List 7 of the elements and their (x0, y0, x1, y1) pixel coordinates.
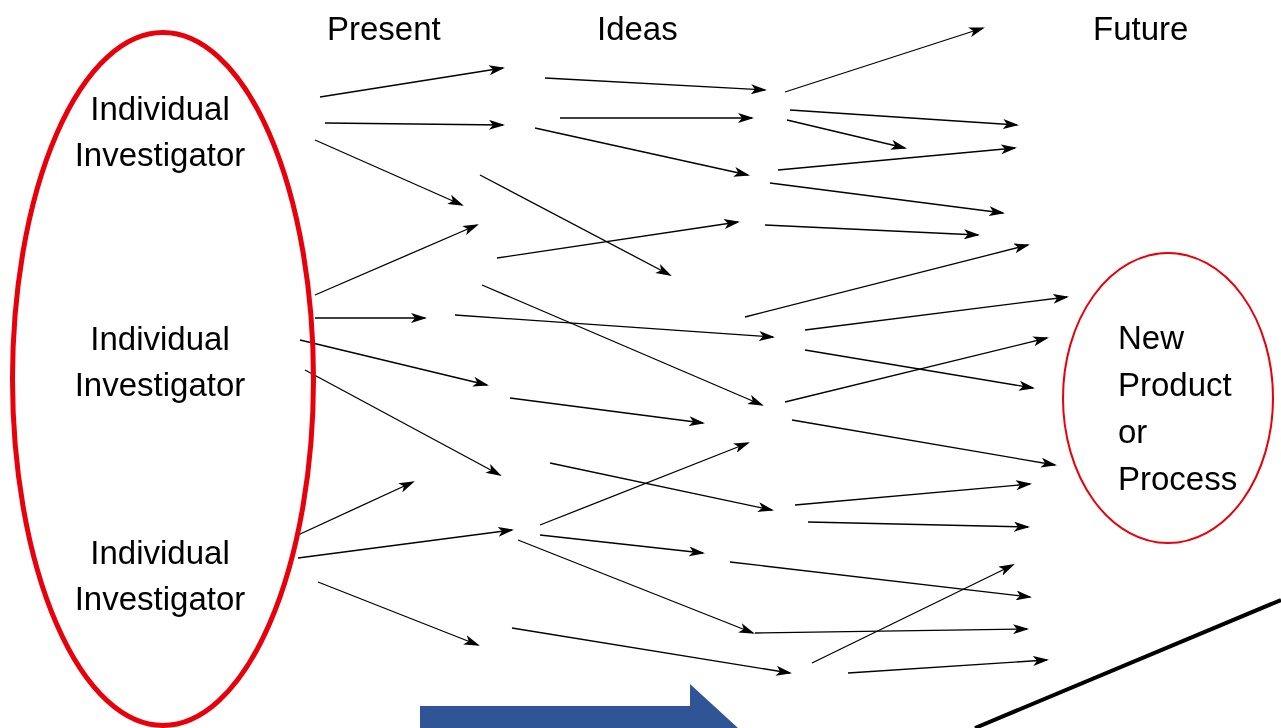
column-heading: Future (1093, 10, 1189, 48)
role-label: Individual Investigator (73, 533, 247, 619)
column-heading: Present (327, 10, 441, 48)
role-label: Individual Investigator (73, 319, 247, 405)
role-label: Individual Investigator (73, 89, 247, 175)
outcome-label: New Product or Process (1118, 318, 1239, 499)
column-heading: Ideas (597, 10, 678, 48)
